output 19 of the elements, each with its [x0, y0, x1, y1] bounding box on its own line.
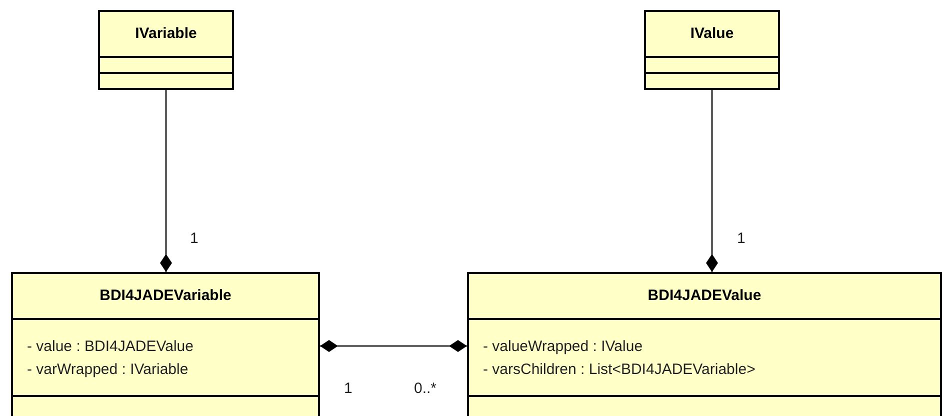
multiplicity-label: 1: [737, 229, 746, 249]
attribute-text: - varsChildren : List<BDI4JADEVariable>: [483, 360, 756, 380]
class-name: BDI4JADEValue: [648, 286, 762, 306]
composition-line: [320, 340, 467, 352]
class-box: [467, 272, 942, 416]
multiplicity-label: 0..*: [414, 379, 437, 399]
class-name: IVariable: [135, 24, 197, 44]
multiplicity-label: 1: [344, 379, 352, 399]
class-box: [98, 10, 234, 90]
class-name: IValue: [690, 24, 734, 44]
multiplicity-label: 1: [190, 229, 198, 249]
attribute-text: - value : BDI4JADEValue: [27, 336, 194, 356]
composition-line: [706, 90, 718, 272]
class-box: [11, 272, 320, 416]
composition-line: [160, 90, 172, 272]
class-name: BDI4JADEVariable: [100, 286, 232, 306]
attribute-text: - valueWrapped : IValue: [483, 336, 644, 356]
class-box: [644, 10, 780, 90]
attribute-text: - varWrapped : IVariable: [27, 360, 190, 380]
